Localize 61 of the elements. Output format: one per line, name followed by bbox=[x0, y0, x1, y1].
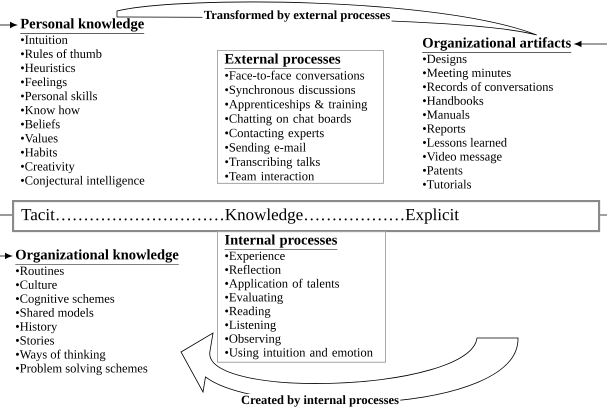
list-item: •Ways of thinking bbox=[16, 350, 106, 362]
list-item: •Synchronous discussions bbox=[225, 85, 356, 97]
list-item: •Handbooks bbox=[422, 96, 484, 105]
list-item: •Intuition bbox=[20, 36, 68, 44]
arrow bbox=[0, 253, 12, 259]
list-item: •Habits bbox=[20, 148, 57, 156]
edge-label: Created by internal processes bbox=[240, 394, 400, 408]
list-item: •Cognitive schemes bbox=[16, 294, 114, 306]
list-item: •Sending e-mail bbox=[225, 142, 306, 154]
list-item: •Conjectural intelligence bbox=[20, 176, 144, 188]
list-item: •Team interaction bbox=[225, 172, 314, 180]
list-item: •Video message bbox=[422, 152, 502, 164]
connector-line bbox=[0, 214, 12, 216]
connector-line bbox=[600, 214, 607, 216]
list-item: •Records of conversations bbox=[422, 82, 553, 91]
list-item: •Reports bbox=[422, 124, 466, 136]
list-item: •Routines bbox=[16, 266, 64, 275]
list-item: •Face-to-face conversations bbox=[225, 70, 364, 80]
list-item: •Reading bbox=[225, 306, 270, 318]
heading: Personal knowledge bbox=[20, 18, 144, 34]
list-item: •Reflection bbox=[225, 264, 281, 274]
edge-label: Transformed by external processes bbox=[202, 8, 392, 24]
list-item: •Chatting on chat boards bbox=[225, 114, 351, 126]
list-item: •Rules of thumb bbox=[20, 49, 102, 58]
list-item: •Shared models bbox=[16, 308, 94, 317]
list-item: •Tutorials bbox=[422, 180, 471, 189]
process-box bbox=[217, 50, 384, 184]
list-item: •Application of talents bbox=[225, 278, 340, 290]
list-item: •Observing bbox=[225, 334, 281, 346]
list-item: •Stories bbox=[16, 336, 54, 345]
list-item: •Apprenticeships & training bbox=[225, 100, 368, 111]
list-item: •Know how bbox=[20, 106, 80, 114]
list-item: •Transcribing talks bbox=[225, 157, 320, 169]
arrow bbox=[0, 22, 17, 28]
heading: Organizational artifacts bbox=[422, 37, 572, 53]
process-box bbox=[217, 231, 386, 363]
list-item: •Using intuition and emotion bbox=[225, 348, 373, 360]
list-item: •Creativity bbox=[20, 162, 75, 174]
list-item: •Feelings bbox=[20, 77, 67, 89]
list-item: •Heuristics bbox=[20, 64, 76, 72]
list-item: •Culture bbox=[16, 280, 57, 289]
list-item: •Listening bbox=[225, 320, 276, 332]
list-item: •Meeting minutes bbox=[422, 68, 511, 80]
heading: Organizational knowledge bbox=[15, 249, 180, 265]
heading: Internal processes bbox=[224, 234, 338, 250]
arrow bbox=[574, 41, 607, 47]
list-item: •Designs bbox=[422, 54, 467, 66]
list-item: •Problem solving schemes bbox=[16, 364, 148, 376]
list-item: •Manuals bbox=[422, 110, 470, 119]
list-item: •Patents bbox=[422, 166, 462, 175]
list-item: •History bbox=[16, 322, 58, 334]
list-item: •Values bbox=[20, 134, 58, 142]
list-item: •Beliefs bbox=[20, 119, 60, 128]
list-item: •Evaluating bbox=[225, 292, 283, 304]
list-item: •Experience bbox=[225, 252, 285, 263]
heading: External processes bbox=[224, 53, 341, 69]
scale-label: Tacit…………………………Knowledge………………Explicit bbox=[21, 208, 459, 224]
list-item: •Lessons learned bbox=[422, 138, 507, 147]
list-item: •Personal skills bbox=[20, 91, 97, 100]
scale-bar bbox=[12, 200, 600, 232]
list-item: •Contacting experts bbox=[225, 128, 324, 140]
